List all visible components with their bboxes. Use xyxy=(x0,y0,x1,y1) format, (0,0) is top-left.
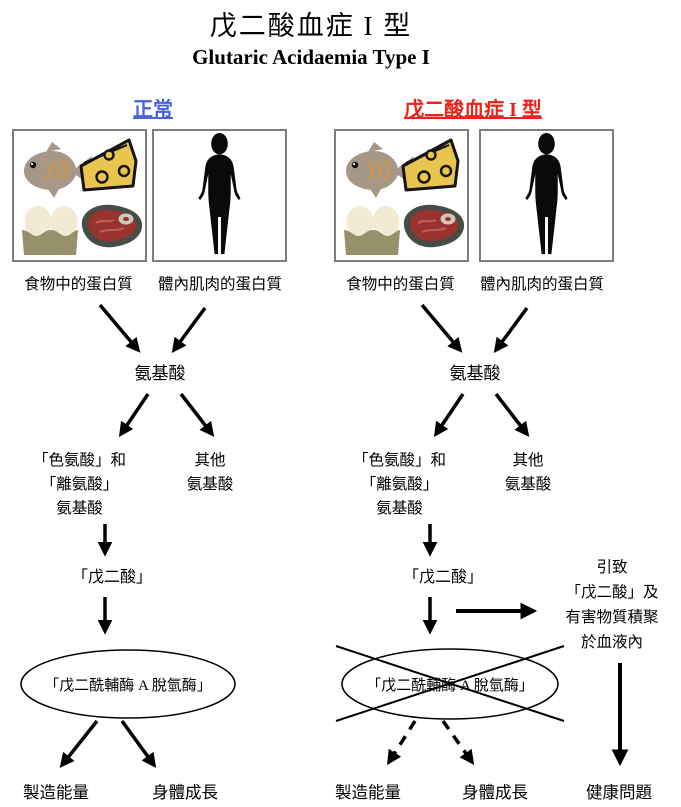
page-title-english: Glutaric Acidaemia Type I xyxy=(192,45,430,69)
accumulation-note: 引致 「戊二酸」及 有害物質積聚 於血液內 xyxy=(542,555,681,655)
health-problems-label: 健康問題 xyxy=(586,783,652,802)
special-amino-line: 「離氨酸」 xyxy=(360,476,439,493)
arrow-amino-to-other-disease xyxy=(494,392,530,437)
accumulation-line: 引致 xyxy=(596,559,628,576)
arrow-enzyme-to-energy-normal xyxy=(59,719,99,768)
other-amino-line: 氨基酸 xyxy=(504,476,552,493)
arrow-food-to-amino-disease xyxy=(420,303,463,353)
special-amino-line: 氨基酸 xyxy=(56,500,103,517)
growth-label-disease: 身體成長 xyxy=(462,783,528,802)
accumulation-line: 「戊二酸」及 xyxy=(565,584,659,601)
other-amino-block-disease: 其他 氨基酸 xyxy=(478,449,578,497)
special-amino-line: 「色氨酸」和 xyxy=(32,452,126,469)
enzyme-node-disease: 「戊二酰輔酶 A 脫氫酶」 xyxy=(366,678,534,694)
arrow-enzyme-to-growth-normal xyxy=(120,719,157,768)
energy-label-disease: 製造能量 xyxy=(335,783,401,802)
heading-normal: 正常 xyxy=(133,99,173,121)
arrow-amino-to-other-normal xyxy=(179,392,215,437)
arrow-amino-to-special-disease xyxy=(433,393,465,438)
page-title-chinese: 戊二酸血症 I 型 xyxy=(209,11,413,41)
glutaric-acid-node-disease: 「戊二酸」 xyxy=(402,569,483,586)
other-amino-line: 氨基酸 xyxy=(186,476,234,493)
other-amino-line: 其他 xyxy=(194,452,226,469)
other-amino-line: 其他 xyxy=(512,452,544,469)
page-header: 戊二酸血症 I 型 Glutaric Acidaemia Type I xyxy=(0,4,622,70)
accumulation-line: 有害物質積聚 xyxy=(565,609,659,626)
amino-acid-node-normal: 氨基酸 xyxy=(134,364,186,383)
special-amino-line: 「離氨酸」 xyxy=(40,476,119,493)
muscle-protein-label-normal: 體內肌肉的蛋白質 xyxy=(157,276,282,293)
enzyme-node-normal: 「戊二酰輔酶 A 脫氫酶」 xyxy=(44,678,212,694)
growth-label-normal: 身體成長 xyxy=(152,783,218,802)
other-amino-block-normal: 其他 氨基酸 xyxy=(160,449,260,497)
dashed-arrow-enzyme-to-energy-disease xyxy=(387,720,417,766)
heading-disease: 戊二酸血症 I 型 xyxy=(404,99,542,121)
dashed-arrow-enzyme-to-growth-disease xyxy=(441,719,475,766)
muscle-protein-label-disease: 體內肌肉的蛋白質 xyxy=(479,276,604,293)
accumulation-line: 於血液內 xyxy=(580,634,643,651)
arrow-body-to-amino-disease xyxy=(493,306,529,353)
food-image-box-disease xyxy=(334,129,469,262)
arrow-body-to-amino-normal xyxy=(171,306,207,353)
body-image-box-disease xyxy=(479,129,614,262)
arrow-food-to-amino-normal xyxy=(98,303,141,353)
body-image-box-normal xyxy=(152,129,287,262)
food-protein-label-disease: 食物中的蛋白質 xyxy=(346,276,455,293)
special-amino-block-disease: 「色氨酸」和 「離氨酸」 氨基酸 xyxy=(337,449,462,521)
special-amino-line: 氨基酸 xyxy=(376,500,423,517)
glutaric-acid-node-normal: 「戊二酸」 xyxy=(71,569,152,586)
special-amino-line: 「色氨酸」和 xyxy=(352,452,446,469)
food-image-box-normal xyxy=(12,129,147,262)
food-protein-label-normal: 食物中的蛋白質 xyxy=(24,276,133,293)
amino-acid-node-disease: 氨基酸 xyxy=(449,364,501,383)
arrow-amino-to-special-normal xyxy=(118,393,150,438)
special-amino-block-normal: 「色氨酸」和 「離氨酸」 氨基酸 xyxy=(17,449,142,521)
energy-label-normal: 製造能量 xyxy=(23,783,89,802)
